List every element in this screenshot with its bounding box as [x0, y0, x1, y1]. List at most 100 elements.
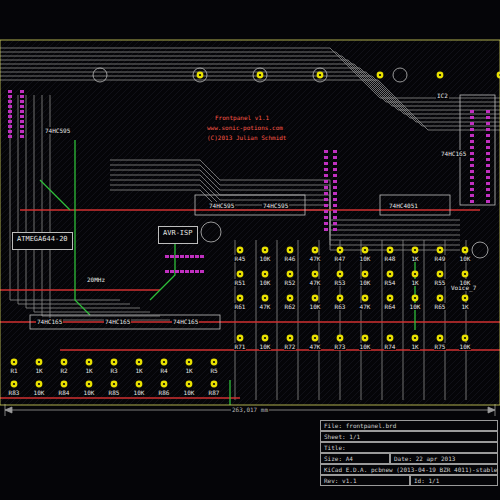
trace	[110, 165, 460, 225]
pad-hole	[264, 273, 266, 275]
smd-pad	[333, 210, 337, 213]
pad-hole	[339, 297, 341, 299]
smd-pad	[486, 128, 490, 131]
connector-outline: AVR-ISP	[158, 226, 198, 244]
node-text: Id: 1/1	[414, 477, 494, 484]
smd-pad	[333, 222, 337, 225]
smd-pad	[324, 156, 328, 159]
part-value: 10K	[359, 255, 372, 262]
part-value: R5	[209, 367, 218, 374]
part-value: R53	[334, 279, 347, 286]
pad-hole	[289, 297, 291, 299]
pad	[287, 295, 294, 302]
node-text: AVR-ISP	[163, 229, 193, 237]
ic-name: 74HC595	[208, 202, 235, 209]
trace	[256, 240, 257, 400]
pad-hole	[138, 383, 140, 385]
silk-text: Frontpanel v1.1	[214, 114, 270, 121]
pad	[337, 271, 344, 278]
pad-hole	[414, 249, 416, 251]
smd-pad	[324, 174, 328, 177]
trace	[277, 240, 278, 400]
trace	[319, 240, 320, 400]
pad-hole	[314, 249, 316, 251]
smd-pad	[190, 255, 194, 258]
pad-hole	[464, 273, 466, 275]
trace	[235, 240, 236, 400]
smd-pad	[470, 134, 474, 137]
pad-hole	[264, 249, 266, 251]
part-value: R52	[284, 279, 297, 286]
smd-pad	[324, 228, 328, 231]
pad-hole	[499, 74, 500, 76]
pad	[161, 381, 168, 388]
pad	[262, 335, 269, 342]
pad-hole	[239, 337, 241, 339]
smd-pad	[486, 152, 490, 155]
smd-pad	[324, 216, 328, 219]
pad-hole	[239, 249, 241, 251]
part-value: 47K	[359, 303, 372, 310]
smd-pad	[20, 135, 24, 138]
pad	[412, 271, 419, 278]
ic-name: 74HC165	[36, 318, 63, 325]
pad	[462, 335, 469, 342]
smd-pad	[324, 210, 328, 213]
smd-pad	[20, 125, 24, 128]
pad-hole	[289, 249, 291, 251]
pad-hole	[364, 249, 366, 251]
pad	[412, 295, 419, 302]
pad	[211, 381, 218, 388]
pad-hole	[439, 249, 441, 251]
pad-hole	[259, 74, 261, 76]
smd-pad	[486, 176, 490, 179]
smd-pad	[8, 115, 12, 118]
smd-pad	[324, 198, 328, 201]
smd-pad	[486, 116, 490, 119]
title-cell: Sheet: 1/1	[320, 431, 498, 442]
pad-hole	[163, 361, 165, 363]
trace	[34, 95, 150, 312]
component-outlines	[30, 68, 495, 329]
pad	[186, 381, 193, 388]
smd-pad	[333, 168, 337, 171]
smd-pad	[170, 255, 174, 258]
smd-pad	[200, 270, 204, 273]
smd-pad	[8, 90, 12, 93]
smd-pad	[20, 110, 24, 113]
pad	[86, 381, 93, 388]
silk-text: www.sonic-potions.com	[206, 124, 284, 131]
pad-hole	[289, 337, 291, 339]
ic-name: 74HC165	[104, 318, 131, 325]
ic-outline: ATMEGA644-20	[12, 232, 73, 250]
pad-hole	[88, 361, 90, 363]
pad	[111, 359, 118, 366]
part-value: R83	[8, 389, 21, 396]
pad-hole	[264, 337, 266, 339]
pad-hole	[38, 361, 40, 363]
part-value: R74	[384, 343, 397, 350]
trace	[26, 95, 140, 308]
part-value: R73	[334, 343, 347, 350]
part-value: R64	[384, 303, 397, 310]
pad-hole	[439, 297, 441, 299]
trace	[110, 190, 460, 250]
pad	[317, 72, 324, 79]
pad	[111, 381, 118, 388]
pad-hole	[439, 337, 441, 339]
node-text: KiCad E.D.A. pcbnew (2013-04-19 BZR 4011…	[324, 466, 494, 473]
pad	[462, 295, 469, 302]
smd-pad	[470, 164, 474, 167]
smd-pad	[8, 125, 12, 128]
smd-pad	[333, 204, 337, 207]
pad	[262, 247, 269, 254]
pad-hole	[414, 273, 416, 275]
smd-pad	[470, 146, 474, 149]
pad-hole	[199, 74, 201, 76]
pad	[312, 295, 319, 302]
smd-pad	[470, 110, 474, 113]
smd-pad	[180, 255, 184, 258]
smd-pad	[324, 162, 328, 165]
dimension-text: 263,017 mm	[231, 406, 269, 413]
node-text: Size: A4	[324, 455, 386, 462]
